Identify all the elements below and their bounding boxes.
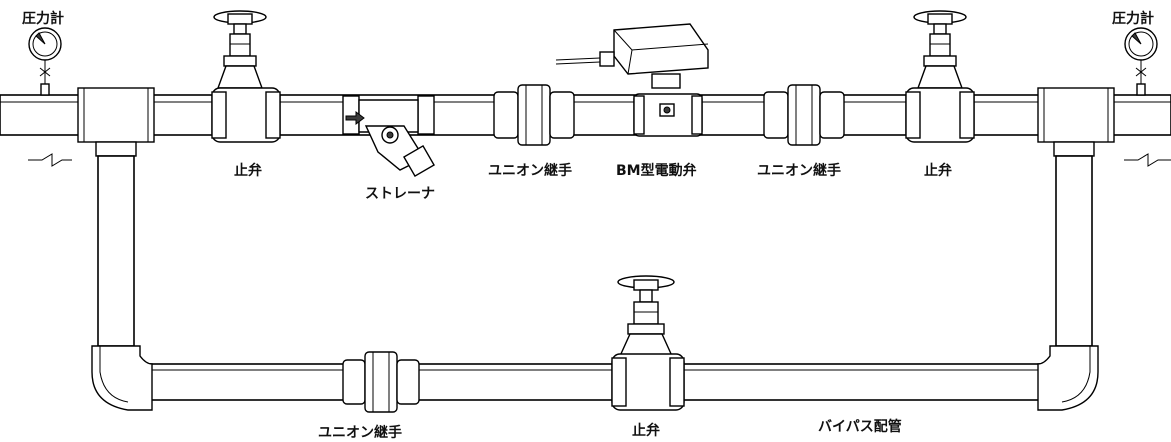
- union-joint-2: [763, 84, 845, 146]
- label-union-joint-2: ユニオン継手: [757, 163, 841, 179]
- stop-valve-right: [905, 10, 975, 143]
- label-bypass-pipe: バイパス配管: [818, 419, 902, 435]
- bypass-horizontal-pipe: [149, 363, 1041, 401]
- label-stop-valve-left: 止弁: [234, 163, 262, 179]
- label-motor-valve: BM型電動弁: [616, 163, 697, 179]
- label-stop-valve-right: 止弁: [924, 163, 952, 179]
- label-union-joint-bypass: ユニオン継手: [318, 425, 402, 441]
- pressure-gauge-right: [1124, 27, 1158, 96]
- right-elbow: [1037, 345, 1099, 411]
- strainer: [342, 95, 435, 177]
- stop-valve-bypass: [611, 275, 685, 411]
- right-tee-fitting: [1037, 87, 1115, 157]
- union-joint-1: [493, 84, 575, 146]
- pipe-break-right: [1124, 153, 1171, 167]
- stop-valve-left: [211, 10, 281, 143]
- label-strainer: ストレーナ: [365, 186, 435, 202]
- pressure-gauge-left: [28, 27, 62, 96]
- label-stop-valve-bypass: 止弁: [632, 423, 660, 439]
- union-joint-bypass: [342, 351, 420, 413]
- left-vertical-pipe: [97, 155, 135, 347]
- label-union-joint-1: ユニオン継手: [488, 163, 572, 179]
- label-pressure-gauge-right: 圧力計: [1112, 11, 1154, 27]
- left-tee-fitting: [77, 87, 155, 157]
- right-vertical-pipe: [1055, 155, 1093, 347]
- pipe-break-left: [28, 153, 72, 167]
- bm-motorized-valve: [555, 23, 709, 137]
- main-pipe: [0, 94, 1171, 136]
- left-elbow: [91, 345, 153, 411]
- label-pressure-gauge-left: 圧力計: [22, 11, 64, 27]
